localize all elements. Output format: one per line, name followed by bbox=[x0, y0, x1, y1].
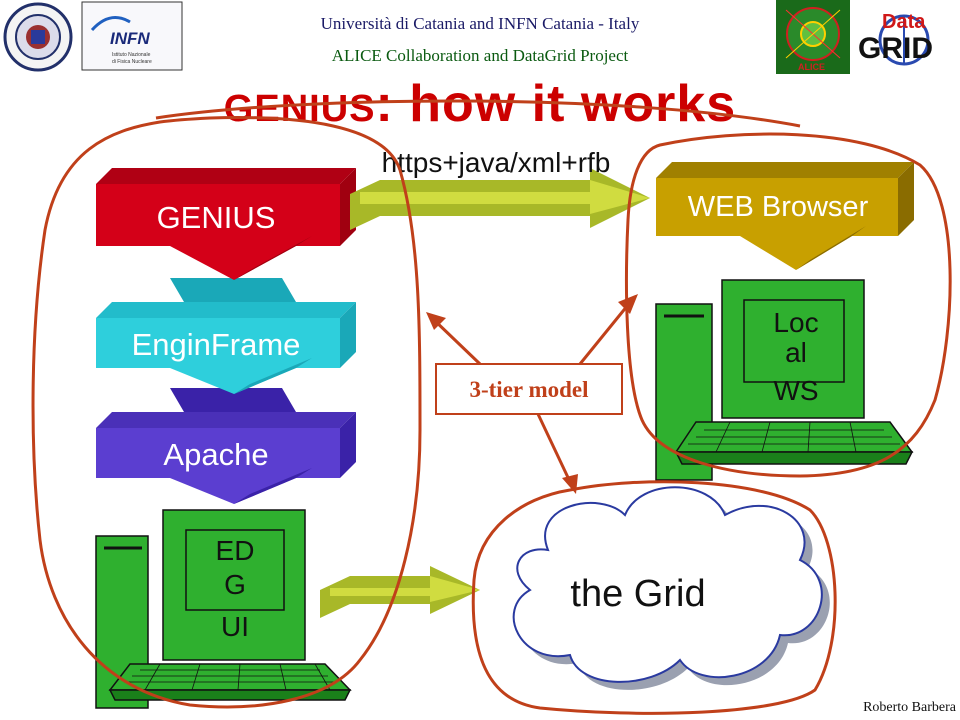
grid-arrow bbox=[320, 566, 480, 618]
edg-ui-label-1: ED bbox=[216, 535, 255, 566]
edg-ui-label-2: G bbox=[224, 569, 246, 600]
web-browser-label: WEB Browser bbox=[688, 191, 869, 223]
infn-logo: INFN Istituto Nazionale di Fisica Nuclea… bbox=[81, 1, 183, 71]
alice-logo: ALICE bbox=[776, 0, 850, 74]
alice-logo-text: ALICE bbox=[798, 62, 825, 72]
datagrid-logo-data: Data bbox=[882, 11, 926, 33]
annotation-arrows bbox=[430, 299, 634, 487]
grid-label: the Grid bbox=[570, 573, 705, 615]
genius-label: GENIUS bbox=[157, 200, 276, 235]
datagrid-logo: Data GRID bbox=[858, 11, 933, 66]
genius-block: GENIUS bbox=[96, 168, 356, 280]
datagrid-logo-grid: GRID bbox=[858, 32, 933, 65]
protocol-arrow bbox=[350, 168, 650, 230]
web-browser-block: WEB Browser bbox=[656, 162, 914, 270]
model-label-box: 3-tier model bbox=[435, 363, 623, 415]
protocol-label: https+java/xml+rfb bbox=[382, 147, 611, 178]
local-ws-label-1: Loc bbox=[773, 307, 818, 338]
header-affiliation: Università di Catania and INFN Catania -… bbox=[320, 14, 640, 33]
local-ws-label-2: al bbox=[785, 337, 807, 368]
edg-ui-label-3: UI bbox=[221, 611, 249, 642]
apache-block: Apache bbox=[96, 388, 356, 504]
svg-text:di Fisica Nucleare: di Fisica Nucleare bbox=[112, 59, 152, 65]
enginframe-block: EnginFrame bbox=[96, 278, 356, 394]
infn-logo-text: INFN bbox=[110, 29, 150, 48]
grid-cloud: the Grid bbox=[512, 486, 830, 690]
model-label: 3-tier model bbox=[469, 377, 588, 402]
header-collaboration: ALICE Collaboration and DataGrid Project bbox=[331, 46, 629, 65]
local-ws-label-3: WS bbox=[773, 375, 818, 406]
svg-text:Istituto Nazionale: Istituto Nazionale bbox=[112, 52, 151, 58]
local-ws-computer: Loc al WS bbox=[655, 279, 914, 481]
annotation-loops bbox=[31, 99, 952, 715]
enginframe-label: EnginFrame bbox=[132, 327, 301, 362]
apache-label: Apache bbox=[163, 437, 268, 472]
author-signature: Roberto Barbera bbox=[863, 700, 956, 715]
edg-ui-computer: ED G UI bbox=[95, 509, 352, 709]
university-seal-logo bbox=[3, 2, 73, 72]
